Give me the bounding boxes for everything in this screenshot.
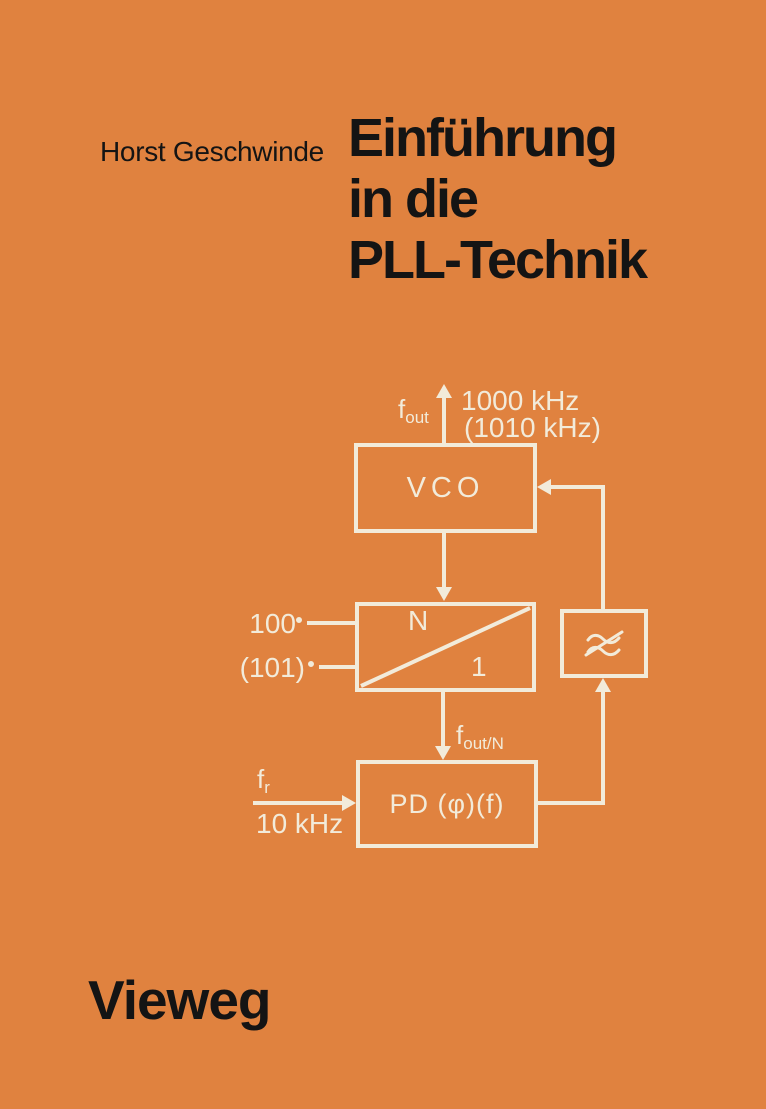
vco-output-line bbox=[442, 396, 446, 443]
pd-input-arrowhead-icon bbox=[342, 795, 356, 811]
divide-input-terminal-icon bbox=[296, 617, 302, 623]
loop-filter-block bbox=[560, 609, 648, 678]
divide-input-line bbox=[307, 621, 355, 625]
vco-label: VCO bbox=[406, 471, 485, 504]
divider-diagonal bbox=[360, 606, 531, 688]
title-line-3: PLL-Technik bbox=[348, 230, 648, 290]
divide-value-alt-label: (101) bbox=[239, 652, 305, 683]
vco-block: VCO bbox=[354, 443, 537, 533]
feedback-line-upper bbox=[601, 487, 605, 611]
fr-label: fr bbox=[257, 764, 270, 797]
divide-value-label: 100 bbox=[249, 608, 296, 639]
divider-one-label: 1 bbox=[471, 651, 487, 682]
vco-to-divider-arrowhead-icon bbox=[436, 587, 452, 601]
fr-frequency-label: 10 kHz bbox=[256, 808, 344, 839]
vco-input-arrowhead-icon bbox=[537, 479, 551, 495]
pd-output-line bbox=[538, 801, 605, 805]
author-name: Horst Geschwinde bbox=[100, 136, 324, 167]
divide-input-alt-line bbox=[319, 665, 355, 669]
feedback-line-lower bbox=[601, 690, 605, 805]
filter-to-vco-line bbox=[549, 485, 605, 489]
frequency-label-2: (1010 kHz) bbox=[464, 412, 601, 443]
frequency-label-1: 1000 kHz bbox=[461, 385, 580, 416]
phase-detector-block: PD (φ)(f) bbox=[356, 760, 538, 848]
title-line-2: in die bbox=[348, 169, 479, 229]
vco-output-arrowhead-icon bbox=[436, 384, 452, 398]
fout-label: fout bbox=[398, 394, 429, 427]
filter-input-arrowhead-icon bbox=[595, 678, 611, 692]
vco-to-divider-line bbox=[442, 533, 446, 588]
publisher-logo: Vieweg bbox=[88, 969, 272, 1031]
divider-n-label: N bbox=[408, 605, 429, 636]
divider-to-pd-line bbox=[441, 692, 445, 747]
book-title: Einführung in die PLL-Technik bbox=[348, 108, 648, 291]
fout-n-label: fout/N bbox=[456, 720, 504, 753]
lowpass-filter-icon bbox=[584, 630, 624, 656]
title-line-1: Einführung bbox=[348, 108, 618, 168]
divider-block bbox=[355, 602, 536, 692]
divide-input-alt-terminal-icon bbox=[308, 661, 314, 667]
divider-to-pd-arrowhead-icon bbox=[435, 746, 451, 760]
reference-input-line bbox=[253, 801, 344, 805]
phase-detector-label: PD (φ)(f) bbox=[389, 788, 505, 819]
